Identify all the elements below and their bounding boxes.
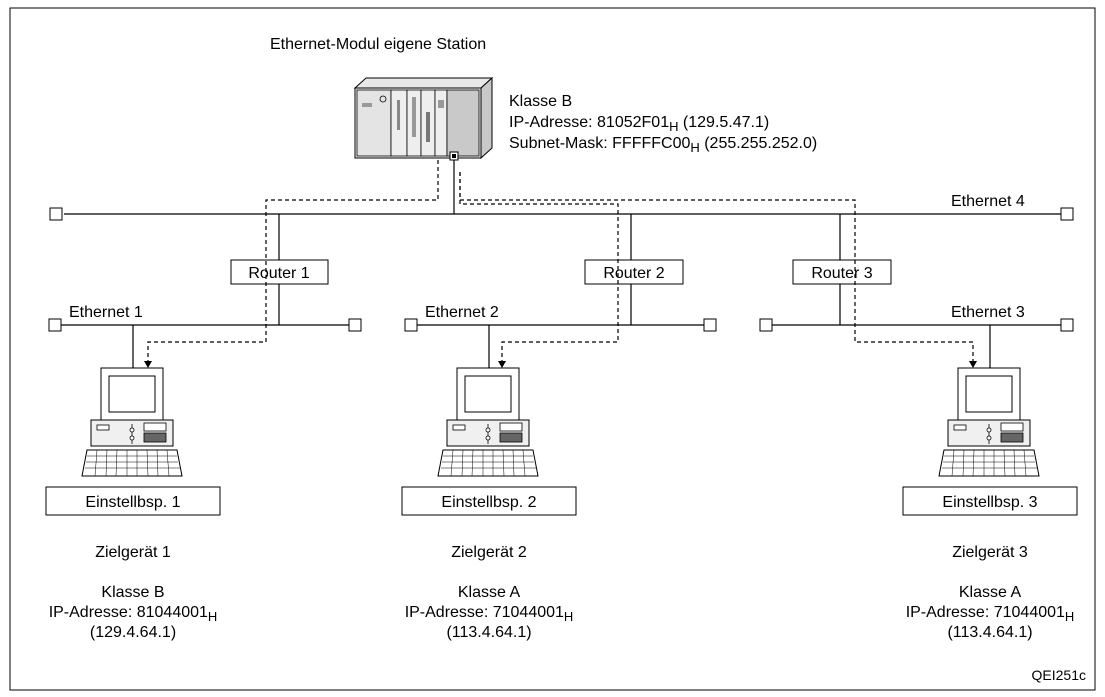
router-2-label: Router 2 <box>603 265 664 282</box>
router-3-label: Router 3 <box>811 265 872 282</box>
pc-1-icon <box>81 367 183 477</box>
target-2-class: Klasse A <box>458 584 521 601</box>
setting-label-3: Einstellbsp. 3 <box>942 494 1037 511</box>
path-to-target-1 <box>147 160 439 362</box>
target-2-name: Zielgerät 2 <box>451 544 527 561</box>
ethernet-3-label: Ethernet 3 <box>951 304 1025 321</box>
router-2-box <box>584 259 684 285</box>
ethernet-3-line <box>759 318 1074 332</box>
target-1-name: Zielgerät 1 <box>95 544 171 561</box>
pc-2-icon <box>437 367 539 477</box>
figure-code: QEI251c <box>1032 667 1086 683</box>
target-1-ip: IP-Adresse: 81044001H <box>49 604 218 624</box>
target-2-ip: IP-Adresse: 71044001H <box>405 604 574 624</box>
target-3-ip-decimal: (113.4.64.1) <box>947 624 1032 641</box>
station-subnet-mask: Subnet-Mask: FFFFFC00H (255.255.252.0) <box>509 135 817 155</box>
path-to-target-3 <box>459 172 974 362</box>
pc-3-icon <box>938 367 1040 477</box>
ethernet-1-label: Ethernet 1 <box>69 304 143 321</box>
setting-label-1: Einstellbsp. 1 <box>85 494 180 511</box>
router-3-box <box>792 259 892 285</box>
path-to-target-2 <box>459 172 619 362</box>
target-3-class: Klasse A <box>959 584 1022 601</box>
target-3-name: Zielgerät 3 <box>952 544 1028 561</box>
router-1-box <box>230 259 329 285</box>
ethernet-2-line <box>404 318 717 332</box>
diagram-frame <box>9 7 1096 691</box>
setting-box-3 <box>902 486 1078 516</box>
arrow-to-target-1 <box>144 361 152 368</box>
target-1-class: Klasse B <box>101 584 164 601</box>
station-ip: IP-Adresse: 81052F01H (129.5.47.1) <box>509 114 769 134</box>
target-1-ip-decimal: (129.4.64.1) <box>90 624 176 641</box>
setting-box-1 <box>45 486 221 516</box>
ethernet-2-label: Ethernet 2 <box>425 304 499 321</box>
setting-box-2 <box>401 486 577 516</box>
arrow-to-target-2 <box>498 361 506 368</box>
target-2-ip-decimal: (113.4.64.1) <box>446 624 531 641</box>
setting-label-2: Einstellbsp. 2 <box>441 494 536 511</box>
target-3-ip: IP-Adresse: 71044001H <box>906 604 1075 624</box>
ethernet-1-line <box>48 318 362 332</box>
station-title: Ethernet-Modul eigene Station <box>270 36 486 53</box>
plc-station-icon <box>353 76 494 161</box>
ethernet-4-line <box>49 160 1074 221</box>
router-1-label: Router 1 <box>248 265 309 282</box>
ethernet-4-label: Ethernet 4 <box>951 193 1025 210</box>
arrow-to-target-3 <box>969 361 977 368</box>
station-class: Klasse B <box>509 93 572 110</box>
